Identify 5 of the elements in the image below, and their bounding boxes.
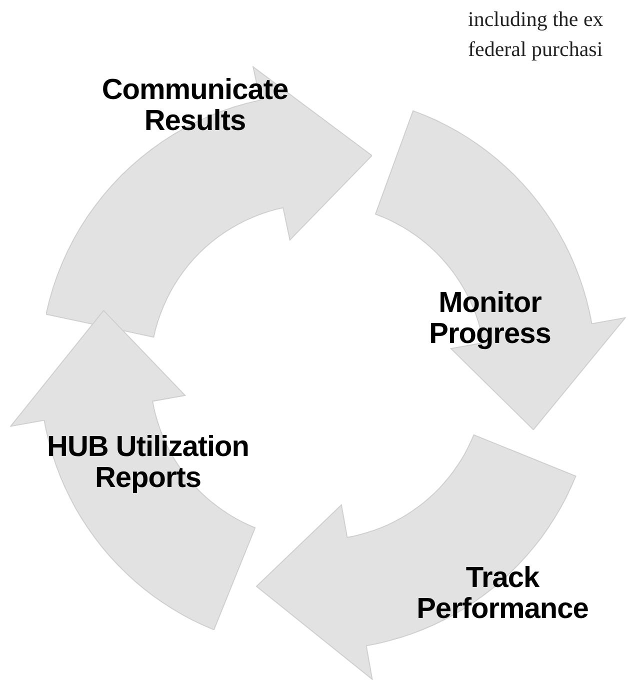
step-label: Track Performance [416, 563, 590, 625]
paragraph-text: including the ex federal purchasi [468, 6, 604, 63]
step-label: Monitor Progress [428, 288, 552, 350]
step-label: HUB Utilization Reports [46, 432, 250, 494]
step-label: Communicate Results [100, 75, 290, 137]
